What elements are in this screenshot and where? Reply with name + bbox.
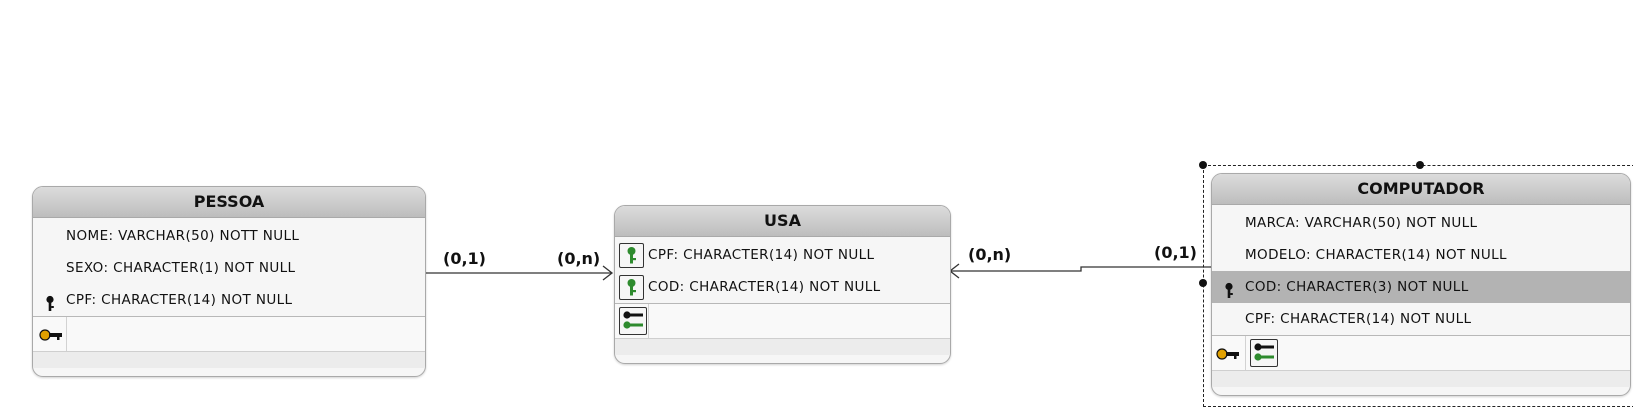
composite-key-icon[interactable] [1250, 339, 1278, 367]
attribute-text: MODELO: CHARACTER(14) NOT NULL [1245, 247, 1507, 263]
table-usa[interactable]: USA CPF: CHARACTER(14) NOT NULL COD: CHA… [614, 205, 951, 364]
footer-divider [1245, 336, 1246, 370]
cardinality-usa-left-side: (0,n) [557, 249, 601, 268]
foreign-key-icon [619, 243, 644, 268]
primary-key-icon [45, 292, 55, 324]
arrowhead-pessoa-usa [602, 265, 614, 281]
attribute-row[interactable]: SEXO: CHARACTER(1) NOT NULL [33, 252, 425, 284]
table-computador[interactable]: COMPUTADOR MARCA: VARCHAR(50) NOT NULL M… [1211, 173, 1631, 396]
attribute-text: CPF: CHARACTER(14) NOT NULL [66, 292, 293, 308]
table-pessoa[interactable]: PESSOA NOME: VARCHAR(50) NOTT NULL SEXO:… [32, 186, 426, 377]
table-bottom-bar [33, 352, 425, 368]
attribute-text: CPF: CHARACTER(14) NOT NULL [1245, 311, 1472, 327]
attribute-row[interactable]: NOME: VARCHAR(50) NOTT NULL [33, 220, 425, 252]
attribute-list: MARCA: VARCHAR(50) NOT NULL MODELO: CHAR… [1212, 205, 1630, 336]
index-section [615, 304, 950, 339]
primary-key-icon [1224, 279, 1234, 311]
attribute-text: NOME: VARCHAR(50) NOTT NULL [66, 228, 300, 244]
attribute-row[interactable]: COD: CHARACTER(14) NOT NULL [615, 271, 950, 303]
attribute-text: COD: CHARACTER(3) NOT NULL [1245, 279, 1469, 295]
attribute-text: CPF: CHARACTER(14) NOT NULL [648, 247, 875, 263]
attribute-list: CPF: CHARACTER(14) NOT NULL COD: CHARACT… [615, 237, 950, 304]
attribute-row[interactable]: MODELO: CHARACTER(14) NOT NULL [1212, 239, 1630, 271]
cardinality-pessoa-side: (0,1) [443, 249, 486, 268]
table-bottom-bar [1212, 371, 1630, 387]
key-icon[interactable] [1216, 346, 1240, 365]
attribute-row[interactable]: CPF: CHARACTER(14) NOT NULL [1212, 303, 1630, 335]
index-section [1212, 336, 1630, 371]
attribute-text: MARCA: VARCHAR(50) NOT NULL [1245, 215, 1478, 231]
attribute-row[interactable]: CPF: CHARACTER(14) NOT NULL [615, 239, 950, 271]
footer-divider [648, 304, 649, 338]
table-title: COMPUTADOR [1212, 174, 1630, 205]
composite-key-icon[interactable] [619, 307, 647, 335]
attribute-row[interactable]: MARCA: VARCHAR(50) NOT NULL [1212, 207, 1630, 239]
key-icon[interactable] [39, 327, 63, 346]
attribute-list: NOME: VARCHAR(50) NOTT NULL SEXO: CHARAC… [33, 218, 425, 317]
attribute-row[interactable]: CPF: CHARACTER(14) NOT NULL [33, 284, 425, 316]
relationship-line-computador-usa[interactable] [951, 266, 1211, 272]
table-bottom-bar [615, 339, 950, 355]
resize-handle-top-left[interactable] [1199, 161, 1207, 169]
index-section [33, 317, 425, 352]
table-title: USA [615, 206, 950, 237]
attribute-text: COD: CHARACTER(14) NOT NULL [648, 279, 881, 295]
resize-handle-top-center[interactable] [1416, 161, 1424, 169]
table-title: PESSOA [33, 187, 425, 218]
attribute-row-selected[interactable]: COD: CHARACTER(3) NOT NULL [1212, 271, 1630, 303]
resize-handle-middle-left[interactable] [1199, 279, 1207, 287]
cardinality-usa-right-side: (0,n) [968, 245, 1012, 264]
cardinality-computador-side: (0,1) [1154, 243, 1197, 262]
foreign-key-icon [619, 275, 644, 300]
footer-divider [66, 317, 67, 351]
attribute-text: SEXO: CHARACTER(1) NOT NULL [66, 260, 296, 276]
